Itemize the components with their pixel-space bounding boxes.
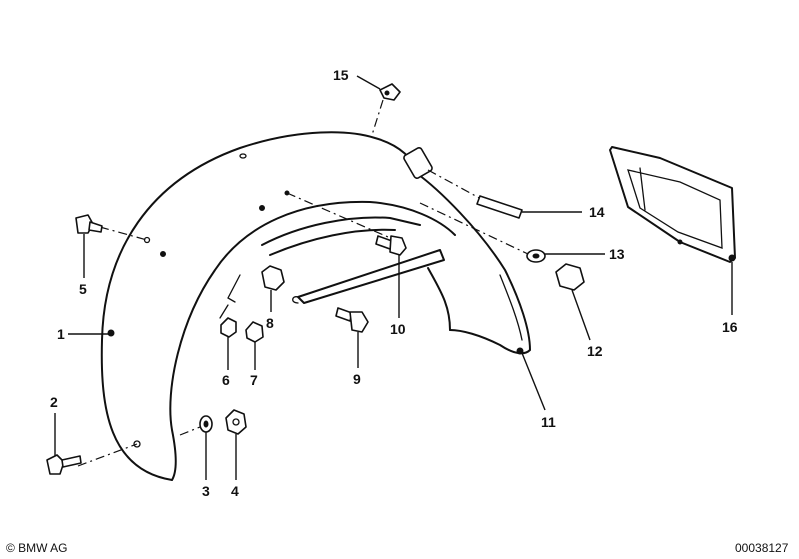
callout-7: 7: [250, 372, 258, 388]
callout-8: 8: [266, 315, 274, 331]
bolt-5: [75, 214, 103, 234]
callout-12: 12: [587, 343, 603, 359]
rear-fender: [100, 131, 531, 481]
callout-labels: 1 2 3 4 5 6 7 8 9 10 11 12 13 14 15 16: [50, 67, 738, 499]
clip-nut-6: [220, 317, 237, 338]
clip-15: [379, 83, 401, 101]
callout-11: 11: [541, 414, 556, 430]
callout-2: 2: [50, 394, 58, 410]
copyright-text: © BMW AG: [6, 541, 68, 555]
nut-4: [225, 409, 247, 435]
callout-13: 13: [609, 246, 625, 262]
callout-6: 6: [222, 372, 230, 388]
cap-nut-8: [261, 265, 285, 291]
callout-1: 1: [57, 326, 65, 342]
callout-9: 9: [353, 371, 361, 387]
callout-3: 3: [202, 483, 210, 499]
callout-10: 10: [390, 321, 406, 337]
assembly-lines: [77, 99, 529, 467]
bolt-9: [335, 307, 369, 333]
bolt-10: [375, 235, 407, 256]
drawing-number: 00038127: [735, 541, 789, 555]
callout-4: 4: [231, 483, 239, 499]
bolt-2: [46, 454, 82, 475]
fender-stay: [261, 147, 445, 304]
license-plate-bracket: [609, 146, 736, 263]
callout-14: 14: [589, 204, 605, 220]
callout-16: 16: [722, 319, 738, 335]
nut-7: [245, 321, 264, 343]
hardware: [46, 83, 585, 475]
pin-14: [476, 195, 523, 219]
callout-15: 15: [333, 67, 349, 83]
callout-5: 5: [79, 281, 87, 297]
leader-lines: [54, 75, 733, 480]
cap-nut-12: [555, 263, 585, 291]
